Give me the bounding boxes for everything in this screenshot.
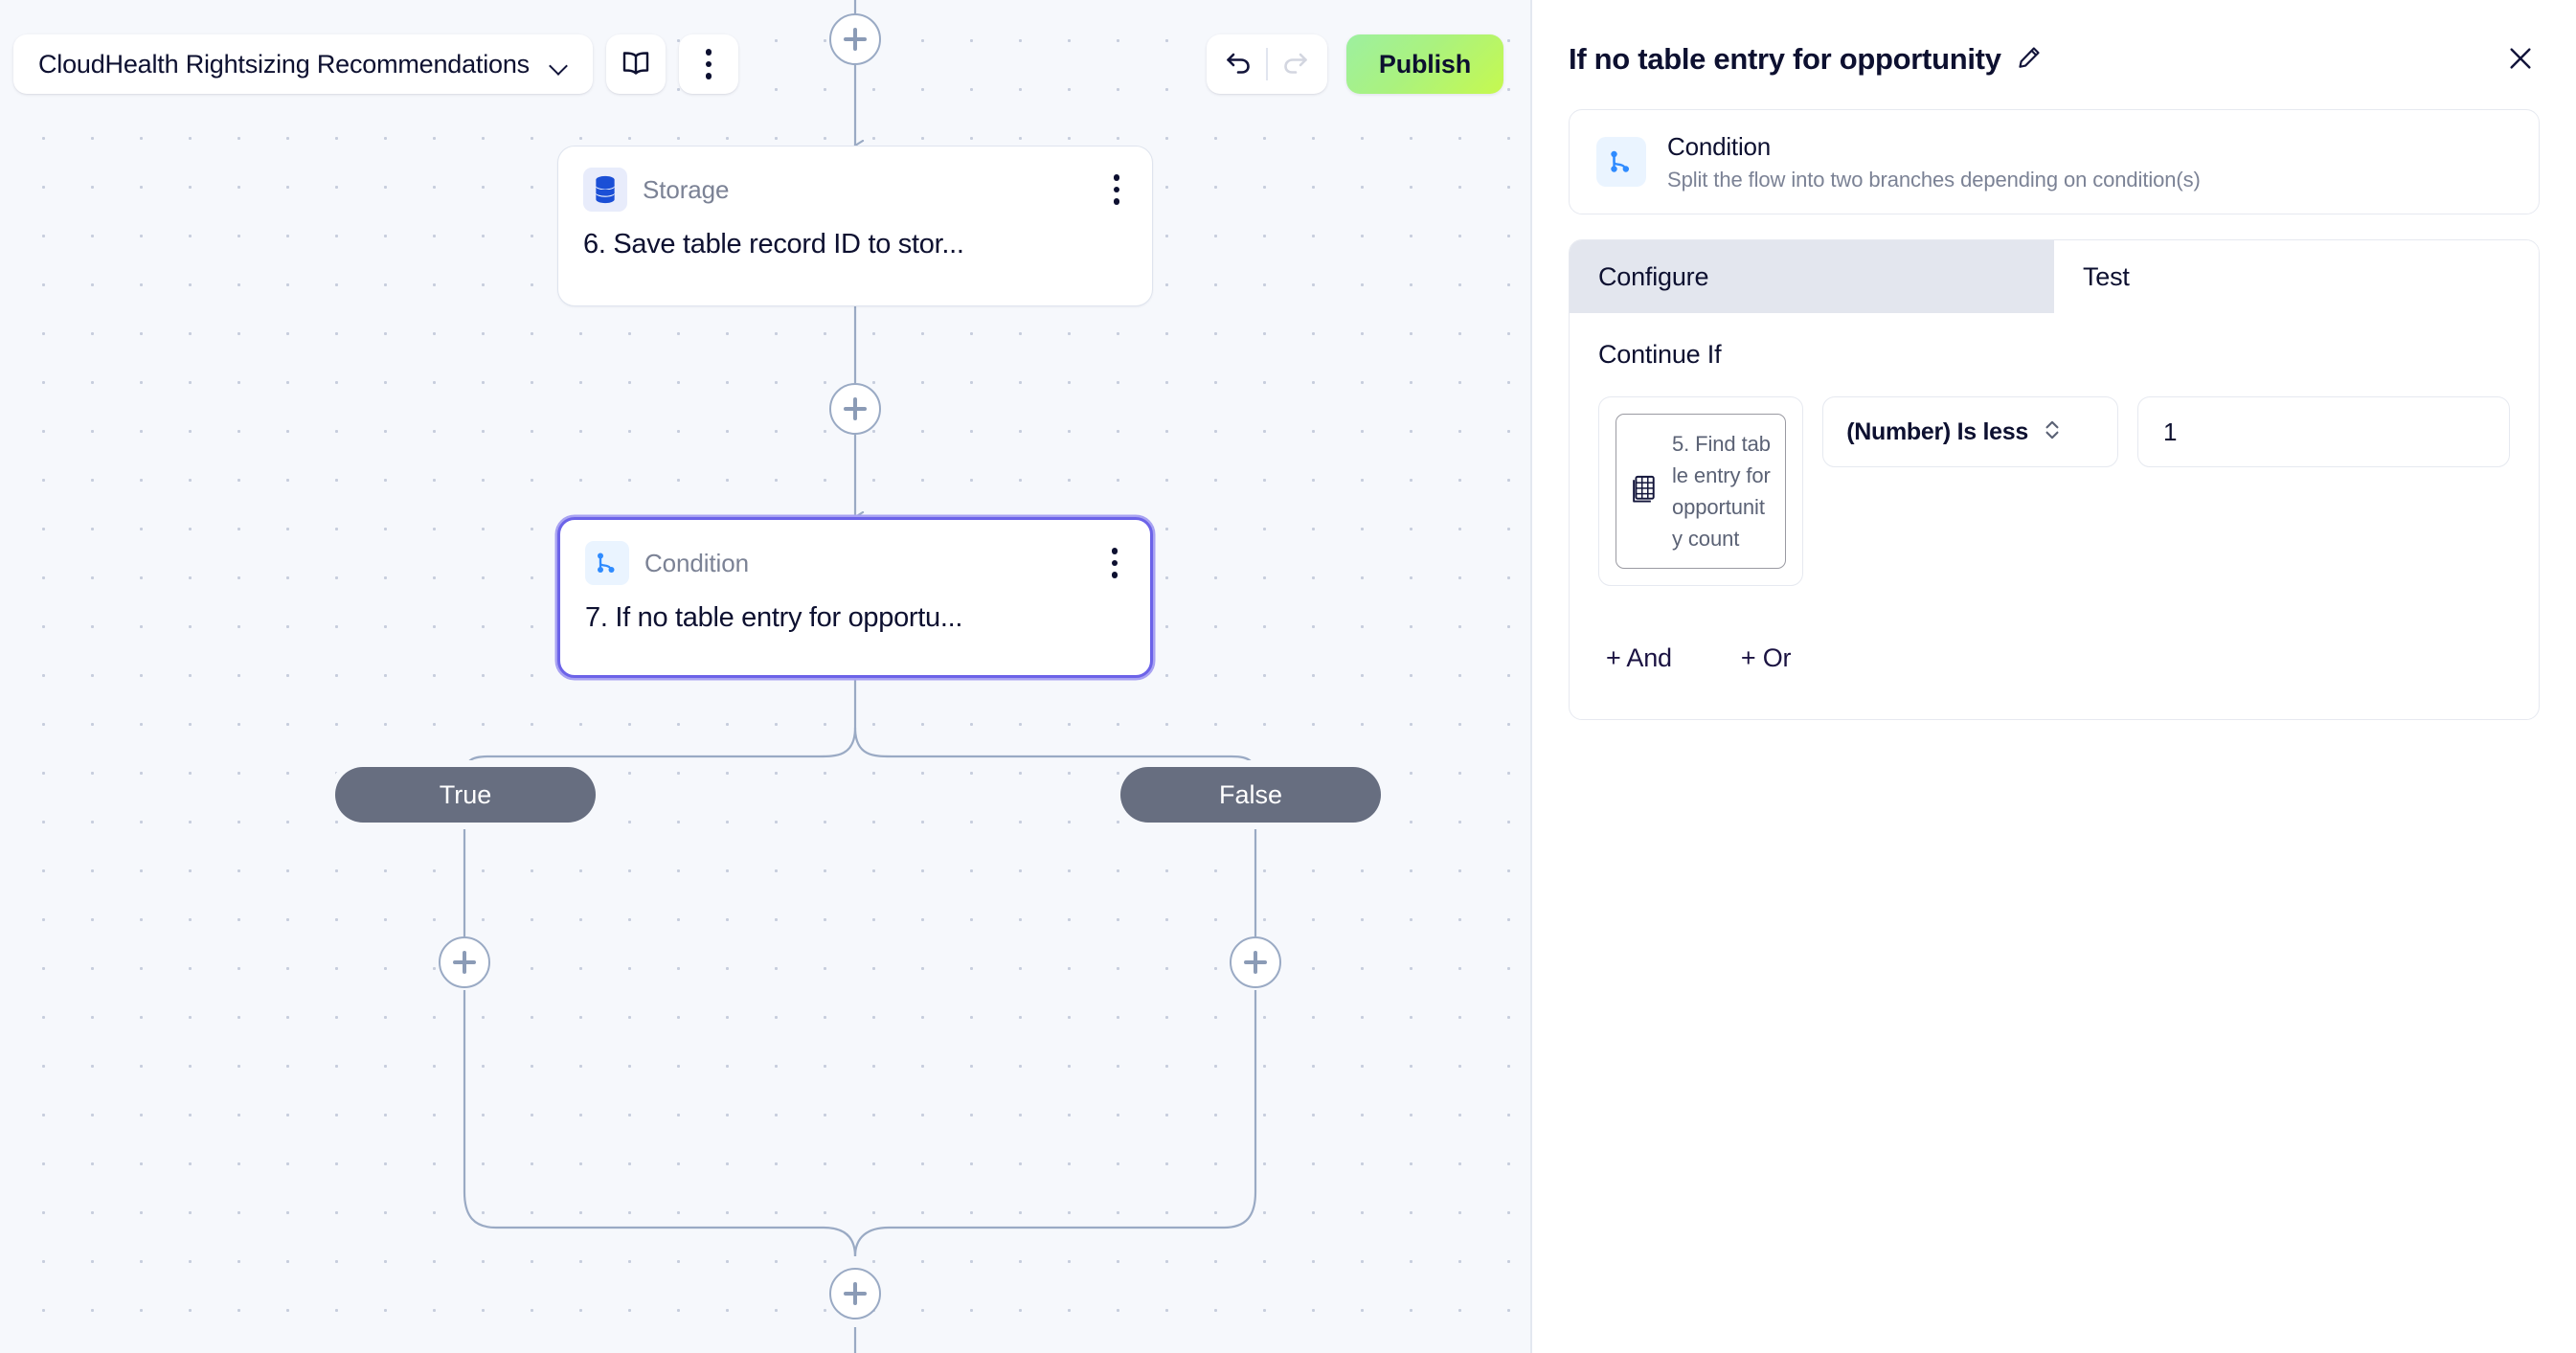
chevron-down-icon xyxy=(551,59,568,69)
add-step-button-false-branch[interactable] xyxy=(1230,936,1281,988)
flow-node-title: 6. Save table record ID to stor... xyxy=(583,229,964,259)
flow-node-header: Storage xyxy=(583,168,1127,212)
operator-label: (Number) Is less xyxy=(1846,417,2028,445)
step-type-description: Split the flow into two branches dependi… xyxy=(1667,167,2201,192)
canvas-toolbar-left: CloudHealth Rightsizing Recommendations xyxy=(13,34,738,94)
database-icon xyxy=(583,168,627,212)
branch-label-false[interactable]: False xyxy=(1120,767,1381,823)
condition-row: 5. Find table entry for opportunity coun… xyxy=(1598,396,2510,586)
toolbar-divider xyxy=(1266,48,1268,80)
continue-if-label: Continue If xyxy=(1598,340,1722,369)
flow-node-menu-icon[interactable] xyxy=(1104,544,1126,582)
undo-button[interactable] xyxy=(1212,34,1266,94)
operator-select[interactable]: (Number) Is less xyxy=(1822,396,2118,467)
table-icon xyxy=(1630,474,1662,509)
flow-node-storage[interactable]: Storage 6. Save table record ID to stor.… xyxy=(557,146,1153,306)
panel-tabs: Configure Test xyxy=(1570,240,2539,313)
tab-configure[interactable]: Configure xyxy=(1570,240,2054,313)
add-step-button-after-storage[interactable] xyxy=(829,383,881,435)
chevron-up-down-icon xyxy=(2044,417,2061,447)
close-x-icon xyxy=(2507,47,2534,75)
add-step-button-top[interactable] xyxy=(829,13,881,65)
branch-label-text: True xyxy=(439,779,492,809)
panel-header: If no table entry for opportunity xyxy=(1569,38,2540,80)
variable-token-label: 5. Find table entry for opportunity coun… xyxy=(1672,432,1771,551)
step-type-card: Condition Split the flow into two branch… xyxy=(1569,109,2540,214)
book-icon xyxy=(621,51,650,79)
close-panel-button[interactable] xyxy=(2501,39,2540,80)
condition-logic-buttons: + And + Or xyxy=(1598,640,2510,677)
add-and-button[interactable]: + And xyxy=(1604,640,1674,677)
flow-node-menu-icon[interactable] xyxy=(1106,170,1128,209)
publish-button[interactable]: Publish xyxy=(1345,34,1503,94)
add-step-button-after-merge[interactable] xyxy=(829,1268,881,1319)
flow-edges xyxy=(463,0,1257,1353)
undo-arrow-icon xyxy=(1225,51,1254,79)
canvas-toolbar-right: Publish xyxy=(1207,34,1503,94)
step-type-name: Condition xyxy=(1667,131,1772,161)
variable-token[interactable]: 5. Find table entry for opportunity coun… xyxy=(1616,414,1787,569)
condition-value-input[interactable] xyxy=(2137,396,2510,467)
configure-body: Continue If 5. Find table entry xyxy=(1570,313,2539,719)
configure-panel: Configure Test Continue If xyxy=(1569,239,2540,720)
step-detail-panel: If no table entry for opportunity xyxy=(1532,0,2576,1353)
flow-node-kind-label: Condition xyxy=(644,548,749,577)
flow-name-selector[interactable]: CloudHealth Rightsizing Recommendations xyxy=(13,34,593,94)
docs-button[interactable] xyxy=(605,34,666,94)
branch-label-true[interactable]: True xyxy=(335,767,596,823)
flow-node-kind-label: Storage xyxy=(643,174,730,204)
flow-canvas[interactable]: Storage 6. Save table record ID to stor.… xyxy=(0,0,1532,1353)
branch-label-text: False xyxy=(1218,779,1283,809)
branch-icon xyxy=(1596,137,1646,187)
undo-redo-group xyxy=(1207,34,1327,94)
condition-left-operand[interactable]: 5. Find table entry for opportunity coun… xyxy=(1598,396,1804,586)
flow-name-label: CloudHealth Rightsizing Recommendations xyxy=(38,49,530,79)
redo-button[interactable] xyxy=(1268,34,1322,94)
flow-node-title: 7. If no table entry for opportu... xyxy=(585,602,963,633)
pencil-icon[interactable] xyxy=(2017,45,2042,75)
redo-arrow-icon xyxy=(1280,51,1309,79)
panel-title: If no table entry for opportunity xyxy=(1569,42,2001,76)
add-or-button[interactable]: + Or xyxy=(1739,640,1793,677)
add-step-button-true-branch[interactable] xyxy=(439,936,490,988)
branch-icon xyxy=(585,541,629,585)
kebab-menu-icon xyxy=(705,49,712,79)
flow-node-condition[interactable]: Condition 7. If no table entry for oppor… xyxy=(557,517,1153,678)
canvas-right-edge xyxy=(1530,0,1532,1353)
flow-node-header: Condition xyxy=(585,541,1125,585)
flow-more-menu-button[interactable] xyxy=(678,34,738,94)
tab-test[interactable]: Test xyxy=(2054,240,2539,313)
